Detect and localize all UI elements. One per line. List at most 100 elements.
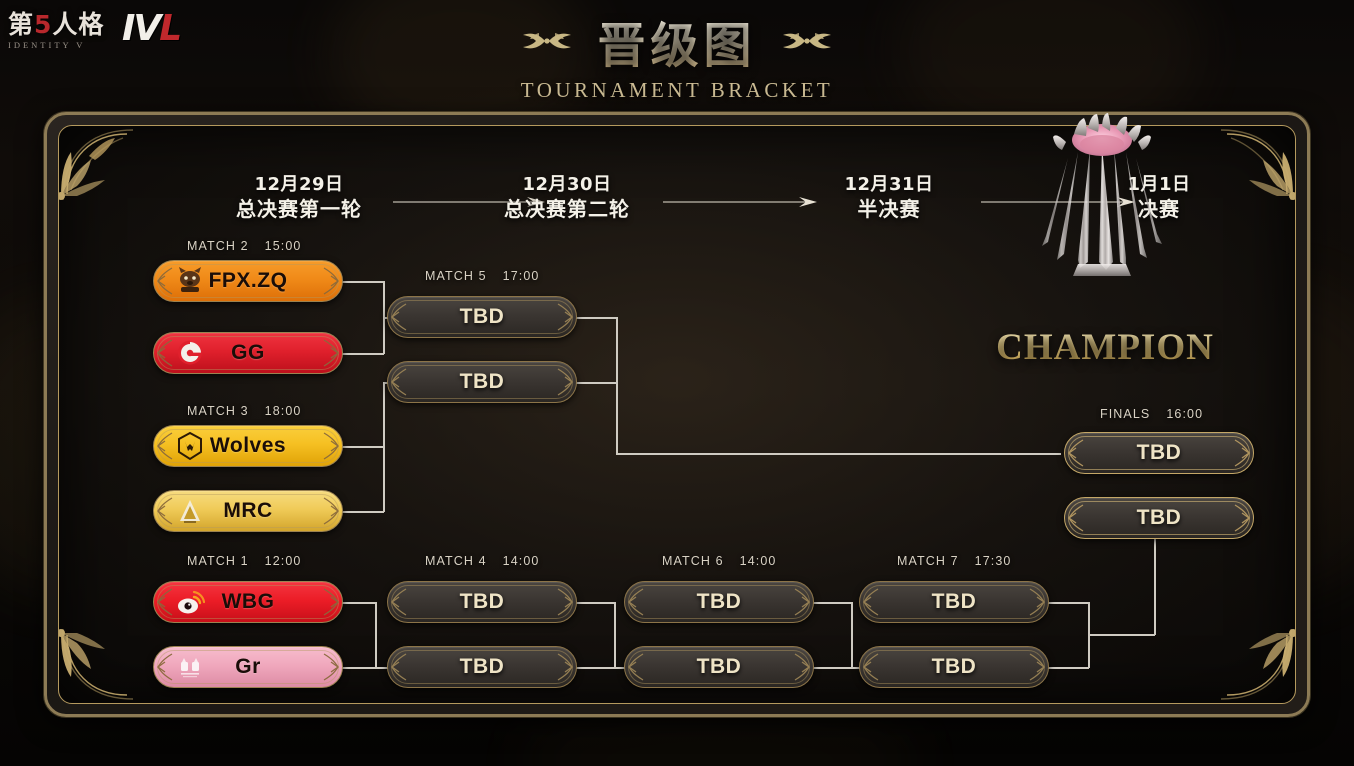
- gr-emblem-icon: [175, 652, 205, 682]
- slot-team-name: TBD: [459, 590, 505, 613]
- connector-line: [1047, 602, 1089, 604]
- round-name: 总决赛第一轮: [236, 196, 362, 221]
- slot-team-name: TBD: [459, 655, 505, 678]
- bracket-slot-finals-top[interactable]: TBD: [1064, 432, 1254, 474]
- connector-line: [375, 602, 377, 668]
- bracket-slot-match5-bottom[interactable]: TBD: [387, 361, 577, 403]
- slot-team-name: WBG: [221, 590, 275, 613]
- match-label-text: FINALS: [1100, 407, 1151, 421]
- slot-pill: [859, 646, 1049, 688]
- slot-pill: [387, 646, 577, 688]
- bracket-slot-match4-top[interactable]: TBD: [387, 581, 577, 623]
- connector-line: [1047, 667, 1089, 669]
- connector-line: [812, 667, 852, 669]
- round-header-4: 1月1日 决赛: [1069, 174, 1249, 222]
- fleur-de-lis-icon: [523, 33, 572, 49]
- champion-label: CHAMPION: [980, 326, 1230, 369]
- slot-pill: [1064, 497, 1254, 539]
- round-header-3: 12月31日 半决赛: [799, 174, 979, 222]
- match-time-text: 12:00: [264, 554, 302, 568]
- fleur-de-lis-icon: [782, 33, 831, 49]
- match-time-text: 17:30: [974, 554, 1012, 568]
- connector-line: [342, 511, 384, 513]
- bracket-diagram: 12月29日 总决赛第一轮 12月30日 总决赛第二轮: [59, 126, 1295, 703]
- page-title: 晋级图 TOURNAMENT BRACKET: [0, 6, 1354, 103]
- slot-team-name: TBD: [931, 590, 977, 613]
- connector-line: [575, 602, 615, 604]
- ivl-league-logo: IVL: [122, 7, 182, 49]
- round-date: 12月30日: [522, 174, 612, 195]
- slot-pill: [387, 296, 577, 338]
- bracket-slot-match7-top[interactable]: TBD: [859, 581, 1049, 623]
- slot-team-name: Gr: [235, 655, 261, 678]
- page-title-cn: 晋级图: [597, 6, 756, 76]
- bracket-slot-fpx[interactable]: FPX.ZQ: [153, 260, 343, 302]
- panel-inner-frame: 12月29日 总决赛第一轮 12月30日 总决赛第二轮: [58, 125, 1296, 704]
- match-label-match4: MATCH 4 14:00: [425, 554, 539, 568]
- slot-pill: [624, 581, 814, 623]
- match-time-text: 15:00: [264, 239, 302, 253]
- bracket-slot-match4-bottom[interactable]: TBD: [387, 646, 577, 688]
- slot-team-name: TBD: [1136, 441, 1182, 464]
- slot-pill: [153, 425, 343, 467]
- connector-line: [383, 382, 385, 446]
- round-name: 总决赛第二轮: [504, 196, 630, 221]
- match-label-match7: MATCH 7 17:30: [897, 554, 1011, 568]
- connector-line: [616, 350, 618, 454]
- slot-team-name: TBD: [459, 305, 505, 328]
- bracket-slot-finals-bottom[interactable]: TBD: [1064, 497, 1254, 539]
- slot-team-name: TBD: [459, 370, 505, 393]
- ivl-logo-mark: IVL: [122, 7, 182, 49]
- connector-line: [812, 602, 852, 604]
- connector-line: [575, 317, 617, 319]
- connector-line: [851, 602, 853, 668]
- bracket-slot-match6-top[interactable]: TBD: [624, 581, 814, 623]
- round-name: 决赛: [1138, 196, 1180, 221]
- slot-team-name: TBD: [931, 655, 977, 678]
- identity-v-logo: 第5人格 IDENTITY V: [8, 4, 118, 58]
- match-time-text: 14:00: [502, 554, 540, 568]
- match-time-text: 16:00: [1166, 407, 1204, 421]
- bracket-slot-match7-bottom[interactable]: TBD: [859, 646, 1049, 688]
- match-time-text: 14:00: [739, 554, 777, 568]
- fpx-mascot-icon: [175, 266, 205, 296]
- match-label-text: MATCH 2: [187, 239, 249, 253]
- slot-team-name: MRC: [223, 499, 273, 522]
- connector-line: [616, 453, 1061, 455]
- bracket-panel: 12月29日 总决赛第一轮 12月30日 总决赛第二轮: [44, 112, 1310, 717]
- round-arrow-icon: [663, 197, 817, 207]
- bracket-slot-mrc[interactable]: MRC: [153, 490, 343, 532]
- gg-circle-icon: [175, 338, 205, 368]
- connector-line: [614, 602, 616, 668]
- round-header-2: 12月30日 总决赛第二轮: [477, 174, 657, 222]
- slot-team-name: TBD: [696, 590, 742, 613]
- match-label-text: MATCH 3: [187, 404, 249, 418]
- connector-line: [342, 353, 384, 355]
- match-label-text: MATCH 7: [897, 554, 959, 568]
- match-label-text: MATCH 4: [425, 554, 487, 568]
- bracket-slot-wbg[interactable]: WBG: [153, 581, 343, 623]
- round-name: 半决赛: [857, 196, 921, 221]
- weibo-eye-icon: [175, 587, 205, 617]
- connector-line: [342, 602, 376, 604]
- match-label-match1: MATCH 1 12:00: [187, 554, 301, 568]
- bracket-slot-wolves[interactable]: Wolves: [153, 425, 343, 467]
- slot-team-name: TBD: [696, 655, 742, 678]
- slot-pill: [1064, 432, 1254, 474]
- connector-line: [575, 667, 615, 669]
- round-headers: 12月29日 总决赛第一轮 12月30日 总决赛第二轮: [59, 174, 1295, 230]
- connector-line: [342, 281, 384, 283]
- slot-team-name: FPX.ZQ: [208, 269, 288, 292]
- bracket-slot-match5-top[interactable]: TBD: [387, 296, 577, 338]
- bracket-slot-gr[interactable]: Gr: [153, 646, 343, 688]
- slot-team-name: GG: [231, 341, 265, 364]
- match-time-text: 18:00: [264, 404, 302, 418]
- bracket-slot-gg[interactable]: GG: [153, 332, 343, 374]
- bracket-slot-match6-bottom[interactable]: TBD: [624, 646, 814, 688]
- match-label-text: MATCH 1: [187, 554, 249, 568]
- round-date: 12月31日: [844, 174, 934, 195]
- slot-pill: [624, 646, 814, 688]
